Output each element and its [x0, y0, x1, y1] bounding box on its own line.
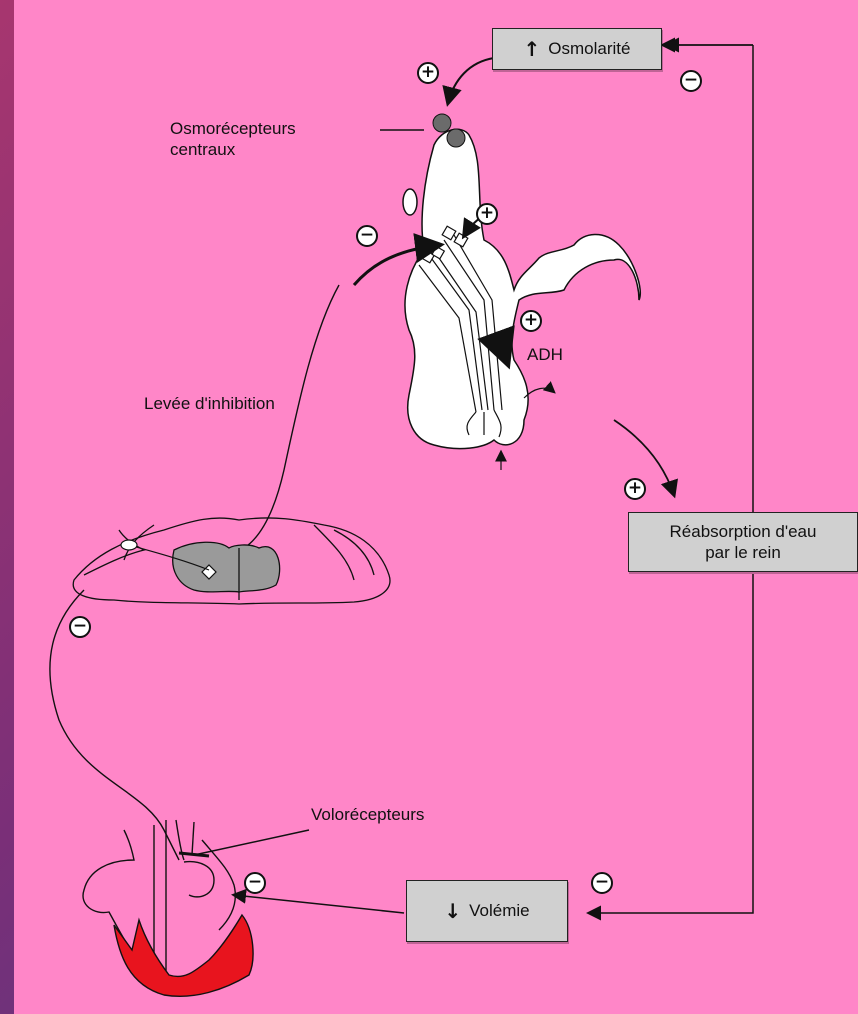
minus-sign-osmolarite: −: [680, 70, 702, 92]
minus-sign-inhibition: −: [356, 225, 378, 247]
minus-sign-heart: −: [244, 872, 266, 894]
plus-sign-reabsorption: +: [624, 478, 646, 500]
reabsorption-label-line1: Réabsorption d'eau: [670, 521, 817, 542]
osmolarite-box: ↑ Osmolarité: [492, 28, 662, 70]
up-arrow-icon: ↑: [524, 37, 541, 62]
minus-sign-vagal: −: [69, 616, 91, 638]
arrow-volemie-to-heart: [234, 895, 404, 913]
plus-sign-adh: +: [520, 310, 542, 332]
osmorecepteurs-line2: centraux: [170, 139, 296, 160]
volorecepteurs-label: Volorécepteurs: [311, 804, 424, 825]
plus-sign-osmolarite: +: [417, 62, 439, 84]
diagram-stage: ↑ Osmolarité Réabsorption d'eau par le r…: [14, 0, 858, 1014]
medulla-section: [73, 518, 390, 604]
adh-label: ADH: [527, 344, 563, 365]
minus-sign-volemie: −: [591, 872, 613, 894]
volemie-label: Volémie: [469, 900, 529, 921]
osmoreceptor-cell: [447, 129, 465, 147]
plus-sign-neurons: +: [476, 203, 498, 225]
volorecepteurs-leader: [194, 830, 309, 855]
osmolarite-label: Osmolarité: [548, 38, 630, 59]
reabsorption-box: Réabsorption d'eau par le rein: [628, 512, 858, 572]
levee-inhibition-label: Levée d'inhibition: [144, 393, 275, 414]
osmorecepteurs-line1: Osmorécepteurs: [170, 118, 296, 139]
hypothalamus-pituitary: [403, 129, 640, 448]
volemie-box: ↓ Volémie: [406, 880, 568, 942]
reabsorption-label-line2: par le rein: [705, 542, 781, 563]
diagram-drawing: [14, 0, 858, 1014]
heart-ventricle: [114, 915, 253, 996]
inhibition-pathway-line: [244, 285, 339, 548]
feedback-loop: [589, 45, 753, 913]
osmorecepteurs-label: Osmorécepteurs centraux: [170, 118, 296, 161]
arrow-osmolarite-to-receptors: [448, 58, 494, 103]
osmoreceptor-cell: [433, 114, 451, 132]
down-arrow-icon: ↓: [444, 899, 461, 924]
